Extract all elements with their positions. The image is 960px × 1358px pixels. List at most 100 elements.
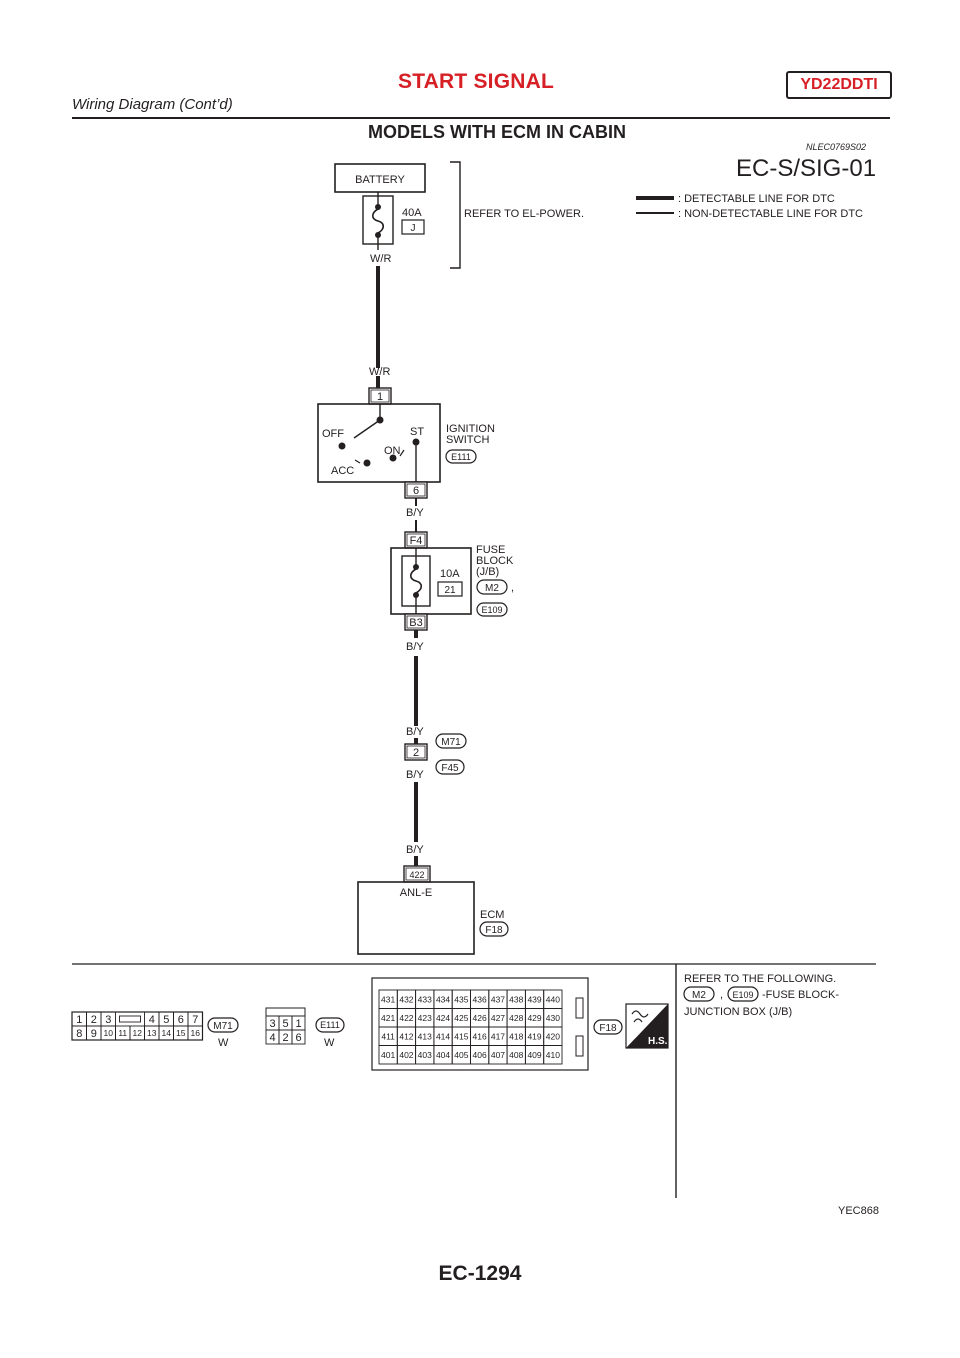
connector-f18-pin: 437: [491, 994, 505, 1004]
fuse-block-pin-in: F4: [410, 535, 423, 547]
connector-f18-pin: 401: [381, 1050, 395, 1060]
connector-e111-pin: 3: [269, 1018, 275, 1030]
connector-m71-pin: 7: [192, 1014, 198, 1026]
refer-line-2-tail: -FUSE BLOCK-: [762, 989, 839, 1001]
ignition-pos-off: OFF: [322, 428, 344, 440]
joint-connector-component: B/Y 2 M71 F45 B/Y: [404, 726, 467, 781]
refer-line-3: JUNCTION BOX (J/B): [684, 1006, 792, 1018]
connector-m71-pin: 4: [149, 1014, 155, 1026]
connector-m71-pin: 3: [105, 1014, 111, 1026]
ecm-pin: 422: [409, 870, 424, 880]
connector-f18-pin: 417: [491, 1031, 505, 1041]
battery-wire-color: W/R: [370, 253, 391, 265]
connector-m71-key: [119, 1015, 141, 1023]
ecm-component: B/Y 422 ANL-E ECM F18: [357, 844, 509, 955]
connector-f18-pin: 406: [473, 1050, 487, 1060]
connector-f18-pin: 438: [509, 994, 523, 1004]
diagram-id: EC-S/SIG-01: [736, 155, 876, 182]
connector-f18-pin: 435: [454, 994, 468, 1004]
connector-f18-pin: 411: [381, 1031, 395, 1041]
connector-m71-pin: 12: [133, 1028, 143, 1038]
joint-pin: 2: [413, 747, 419, 759]
refer-line-1: REFER TO THE FOLLOWING.: [684, 973, 836, 985]
refer-connector-1: M2: [692, 990, 706, 1001]
battery-component: BATTERY 40A J W/R REFER TO EL-POWER.: [334, 161, 584, 269]
fuse-block-component: F4 10A 21 FUSE BLOCK (J/B) M2 , E109 B3 …: [390, 531, 514, 653]
refer-sep: ,: [720, 989, 723, 1001]
joint-connector-1: M71: [441, 737, 461, 748]
connector-e111-pin: 6: [295, 1032, 301, 1044]
ecm-connector: F18: [485, 925, 503, 936]
connector-f18-pin: 418: [509, 1031, 523, 1041]
battery-box: [334, 163, 426, 193]
ecm-box: [357, 881, 475, 955]
connector-e111-pin: 2: [282, 1032, 288, 1044]
diagram-section-title: MODELS WITH ECM IN CABIN: [368, 122, 626, 142]
connector-f18-pin: 439: [527, 994, 541, 1004]
page-number: EC-1294: [438, 1262, 522, 1285]
connector-f18-pin: 431: [381, 994, 395, 1004]
connector-f18-key: [575, 1035, 584, 1057]
legend-non-detectable-text: : NON-DETECTABLE LINE FOR DTC: [678, 208, 863, 220]
ignition-wiper: [353, 419, 381, 439]
battery-fuse-symbol: [371, 203, 385, 239]
ecm-name: ECM: [480, 909, 504, 921]
connector-m71-pin: 6: [178, 1014, 184, 1026]
connector-f18-pin: 429: [527, 1013, 541, 1023]
fuse-block-wire-out: B/Y: [406, 641, 424, 653]
fuse-block-amp: 10A: [440, 568, 460, 580]
ignition-pos-acc: ACC: [331, 465, 354, 477]
connector-f18-pin: 416: [473, 1031, 487, 1041]
connector-f18-pin: 430: [546, 1013, 560, 1023]
connector-e111-pin: 5: [282, 1018, 288, 1030]
harness-symbol-text: H.S.: [648, 1036, 668, 1047]
connector-f18-label: F18: [599, 1023, 617, 1034]
ignition-wire-in: W/R: [369, 366, 390, 378]
connector-f18-key: [575, 997, 584, 1019]
harness-symbol-icon: H.S.: [625, 1003, 669, 1049]
connector-f18-pin: 434: [436, 994, 450, 1004]
connector-f18-pin: 408: [509, 1050, 523, 1060]
connector-m71-pin: 9: [91, 1028, 97, 1040]
ecm-wire: B/Y: [406, 844, 424, 856]
fuse-block-name-2: BLOCK: [476, 555, 514, 567]
connector-f18-pin: 413: [418, 1031, 432, 1041]
connector-f18-pin: 415: [454, 1031, 468, 1041]
connector-m71-pin: 2: [91, 1014, 97, 1026]
connector-m71-color: W: [218, 1037, 229, 1049]
connector-f18-pin: 409: [527, 1050, 541, 1060]
refer-bracket: [450, 161, 461, 269]
connector-m71-pin: 14: [162, 1028, 172, 1038]
connector-f18-pin: 424: [436, 1013, 450, 1023]
fuse-block-number: 21: [444, 585, 456, 596]
connector-m71-pin: 15: [176, 1028, 186, 1038]
ecm-terminal: ANL-E: [400, 887, 432, 899]
connector-m71-label: M71: [213, 1021, 233, 1032]
ignition-switch-component: W/R 1 OFF ACC ON ST IGNITION SWITCH E111…: [317, 366, 495, 519]
engine-badge: YD22DDTI: [786, 71, 892, 99]
fuse-block-name-3: (J/B): [476, 566, 499, 578]
connector-f18-pin: 427: [491, 1013, 505, 1023]
connector-f18-pin: 405: [454, 1050, 468, 1060]
connector-f18-pin: 440: [546, 994, 560, 1004]
battery-fuse-id: J: [411, 223, 416, 234]
connector-e111-lock: [265, 1007, 306, 1017]
ignition-pos-st: ST: [410, 426, 424, 438]
fuse-block-box: [390, 547, 472, 615]
battery-label: BATTERY: [355, 174, 405, 186]
connector-e111-pin: 4: [269, 1032, 275, 1044]
connector-m71-outline: [71, 1011, 204, 1041]
connector-f18-pin: 433: [418, 994, 432, 1004]
connector-e111-color: W: [324, 1037, 335, 1049]
connector-m71-pin: 1: [76, 1014, 82, 1026]
joint-wire-top: B/Y: [406, 726, 424, 738]
connector-m71-pin: 11: [118, 1028, 127, 1038]
connector-f18-outline: [371, 977, 589, 1071]
ignition-wire-out: B/Y: [406, 507, 424, 519]
connector-m71-pin: 13: [147, 1028, 157, 1038]
ignition-pin-in: 1: [377, 391, 383, 403]
connector-f18-pin: 432: [399, 994, 413, 1004]
connector-f18-pin: 412: [399, 1031, 413, 1041]
